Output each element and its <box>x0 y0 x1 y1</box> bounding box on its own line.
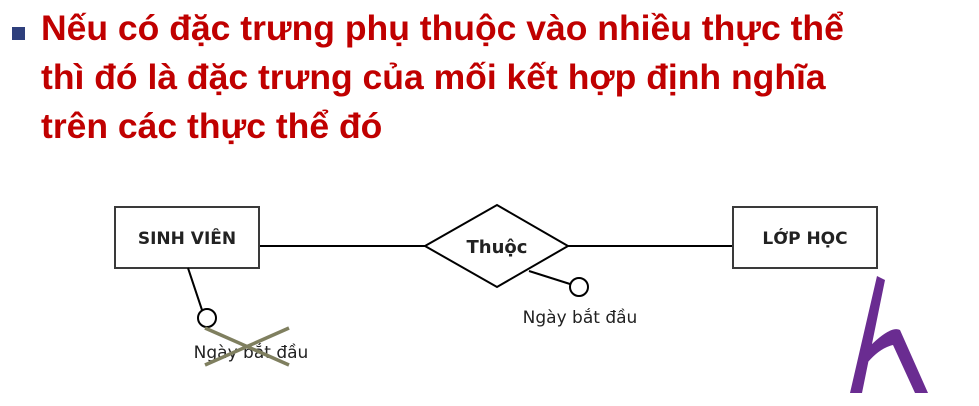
attr-crossed-connector <box>187 267 203 311</box>
slide-heading: Nếu có đặc trưng phụ thuộc vào nhiều thự… <box>41 4 971 151</box>
attr-relationship-label: Ngày bắt đầu <box>523 307 638 328</box>
entity-sinh-vien-label: SINH VIÊN <box>138 227 236 249</box>
heading-line-2: thì đó là đặc trưng của mối kết hợp định… <box>41 57 826 97</box>
attr-crossed-circle <box>197 308 217 328</box>
relationship-thuoc-label: Thuộc <box>467 237 528 258</box>
entity-lop-hoc-label: LỚP HỌC <box>762 227 847 249</box>
purple-mark-icon <box>850 276 928 393</box>
attr-relationship-circle <box>569 277 589 297</box>
bullet-marker <box>12 27 25 40</box>
attr-relationship-connector <box>528 270 571 285</box>
relationship-thuoc <box>422 203 570 289</box>
entity-lop-hoc <box>732 206 878 269</box>
cross-stroke-2 <box>204 326 290 367</box>
heading-line-1: Nếu có đặc trưng phụ thuộc vào nhiều thự… <box>41 8 844 48</box>
heading-line-3: trên các thực thể đó <box>41 106 383 146</box>
entity-sinh-vien <box>114 206 260 269</box>
